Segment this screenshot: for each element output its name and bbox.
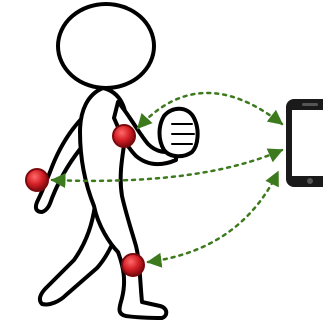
knee-sensor <box>122 254 144 276</box>
link-smartphone-knee <box>148 172 278 262</box>
smartphone-button <box>307 178 313 184</box>
smartphone-speaker <box>302 103 318 106</box>
smartphone-screen <box>292 110 323 176</box>
chest-sensor <box>113 125 135 147</box>
wrist-sensor <box>26 169 48 191</box>
fist <box>160 109 198 157</box>
smartphone <box>286 99 323 187</box>
walking-person-figure <box>36 4 198 318</box>
head <box>58 4 154 88</box>
